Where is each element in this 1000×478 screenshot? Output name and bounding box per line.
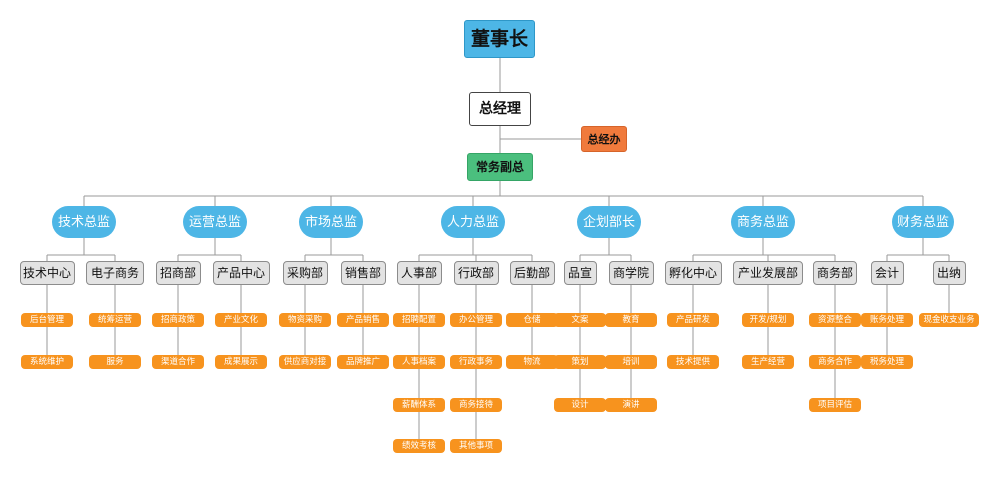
duty-node[interactable]: 商务接待 — [450, 398, 502, 412]
duty-node[interactable]: 演讲 — [605, 398, 657, 412]
department-node[interactable]: 商务部 — [813, 261, 857, 285]
department-node[interactable]: 后勤部 — [509, 261, 555, 285]
duty-node[interactable]: 服务 — [89, 355, 141, 369]
director-node[interactable]: 技术总监 — [52, 206, 116, 238]
duty-node[interactable]: 商务合作 — [809, 355, 861, 369]
duty-node[interactable]: 税务处理 — [861, 355, 913, 369]
duty-node[interactable]: 品牌推广 — [337, 355, 389, 369]
duty-node[interactable]: 行政事务 — [450, 355, 502, 369]
director-node[interactable]: 商务总监 — [731, 206, 795, 238]
department-node[interactable]: 商学院 — [608, 261, 654, 285]
duty-node[interactable]: 招商政策 — [152, 313, 204, 327]
duty-node[interactable]: 统筹运营 — [89, 313, 141, 327]
department-node[interactable]: 孵化中心 — [664, 261, 722, 285]
duty-node[interactable]: 设计 — [554, 398, 606, 412]
duty-node[interactable]: 薪酬体系 — [393, 398, 445, 412]
department-node[interactable]: 人事部 — [396, 261, 442, 285]
department-node[interactable]: 销售部 — [340, 261, 386, 285]
director-node[interactable]: 市场总监 — [299, 206, 363, 238]
duty-node[interactable]: 其他事项 — [450, 439, 502, 453]
department-node[interactable]: 品宣 — [563, 261, 597, 285]
duty-node[interactable]: 物资采购 — [279, 313, 331, 327]
duty-node[interactable]: 办公管理 — [450, 313, 502, 327]
department-node[interactable]: 会计 — [870, 261, 904, 285]
duty-node[interactable]: 开发/规划 — [742, 313, 794, 327]
duty-node[interactable]: 人事档案 — [393, 355, 445, 369]
department-node[interactable]: 产品中心 — [212, 261, 270, 285]
duty-node[interactable]: 项目评估 — [809, 398, 861, 412]
duty-node[interactable]: 成果展示 — [215, 355, 267, 369]
department-node[interactable]: 出纳 — [932, 261, 966, 285]
department-node[interactable]: 采购部 — [282, 261, 328, 285]
department-node[interactable]: 电子商务 — [86, 261, 144, 285]
duty-node[interactable]: 产品销售 — [337, 313, 389, 327]
duty-node[interactable]: 技术提供 — [667, 355, 719, 369]
gm-office-node[interactable]: 总经办 — [581, 126, 627, 152]
general-manager-node[interactable]: 总经理 — [469, 92, 531, 126]
duty-node[interactable]: 策划 — [554, 355, 606, 369]
director-node[interactable]: 财务总监 — [892, 206, 954, 238]
duty-node[interactable]: 账务处理 — [861, 313, 913, 327]
director-node[interactable]: 运营总监 — [183, 206, 247, 238]
duty-node[interactable]: 产业文化 — [215, 313, 267, 327]
chairman-node[interactable]: 董事长 — [464, 20, 535, 58]
duty-node[interactable]: 绩效考核 — [393, 439, 445, 453]
duty-node[interactable]: 生产经营 — [742, 355, 794, 369]
director-node[interactable]: 企划部长 — [577, 206, 641, 238]
duty-node[interactable]: 文案 — [554, 313, 606, 327]
duty-node[interactable]: 培训 — [605, 355, 657, 369]
executive-vp-node[interactable]: 常务副总 — [467, 153, 533, 181]
duty-node[interactable]: 渠道合作 — [152, 355, 204, 369]
duty-node[interactable]: 后台管理 — [21, 313, 73, 327]
duty-node[interactable]: 现金收支业务 — [919, 313, 979, 327]
duty-node[interactable]: 招聘配置 — [393, 313, 445, 327]
duty-node[interactable]: 系统维护 — [21, 355, 73, 369]
department-node[interactable]: 产业发展部 — [733, 261, 803, 285]
duty-node[interactable]: 产品研发 — [667, 313, 719, 327]
duty-node[interactable]: 仓储 — [506, 313, 558, 327]
director-node[interactable]: 人力总监 — [441, 206, 505, 238]
department-node[interactable]: 招商部 — [155, 261, 201, 285]
duty-node[interactable]: 供应商对接 — [279, 355, 331, 369]
department-node[interactable]: 行政部 — [453, 261, 499, 285]
duty-node[interactable]: 资源整合 — [809, 313, 861, 327]
duty-node[interactable]: 教育 — [605, 313, 657, 327]
department-node[interactable]: 技术中心 — [19, 261, 75, 285]
duty-node[interactable]: 物流 — [506, 355, 558, 369]
